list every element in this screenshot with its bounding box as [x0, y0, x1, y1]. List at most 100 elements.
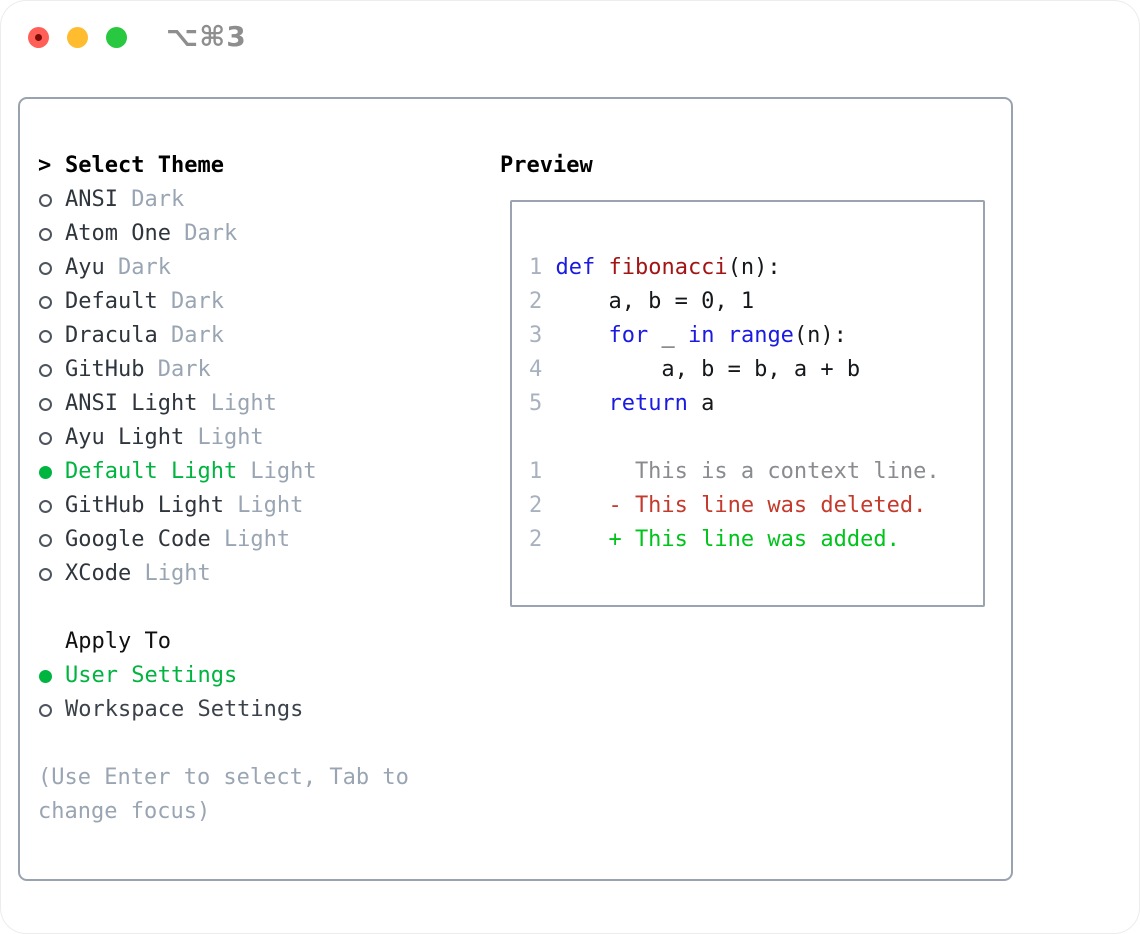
code-segment-plain: (n): [793, 323, 847, 348]
radio-circle-icon [39, 397, 52, 411]
theme-variant: Dark [157, 357, 211, 382]
theme-option[interactable]: Default Light Light [38, 455, 458, 489]
theme-option[interactable]: GitHub Light Light [38, 489, 458, 523]
radio-circle-icon [39, 669, 52, 683]
preview-title: Preview [500, 153, 593, 178]
line-number [529, 421, 542, 455]
code-line: 2 - This line was deleted. [529, 489, 983, 523]
code-line: 1 def fibonacci(n): [529, 251, 983, 285]
radio-marker [38, 363, 65, 377]
radio-marker [38, 261, 65, 275]
radio-circle-icon [39, 193, 52, 207]
code-segment-plain [555, 319, 608, 353]
section-title-apply-to: Apply To [65, 629, 171, 654]
theme-name: Google Code [65, 527, 211, 552]
theme-option[interactable]: ANSI Dark [38, 183, 458, 217]
code-segment-fn: fibonacci [608, 255, 728, 280]
radio-circle-icon [39, 533, 52, 547]
radio-marker [38, 669, 65, 683]
keyboard-shortcut-label: ⌥⌘3 [166, 20, 247, 53]
code-segment-plain [714, 319, 727, 353]
code-line: 3 for _ in range(n): [529, 319, 983, 353]
code-line [529, 421, 983, 455]
line-number: 1 [529, 459, 543, 484]
theme-picker-panel: > Select Theme ANSI Dark Atom One Dark A… [18, 97, 1013, 881]
titlebar: ⌥⌘3 [0, 0, 1140, 60]
theme-variant: Dark [170, 323, 224, 348]
code-segment-plain: _ [648, 323, 688, 348]
theme-list: ANSI Dark Atom One Dark Ayu Dark Default… [38, 183, 458, 591]
radio-circle-icon [39, 465, 52, 479]
theme-option[interactable]: ANSI Light Light [38, 387, 458, 421]
unsaved-dot-icon [35, 34, 42, 41]
preview-box: 1 def fibonacci(n): 2 a, b = 0, 1 3 for … [510, 200, 985, 607]
radio-marker [38, 567, 65, 581]
radio-circle-icon [39, 703, 52, 717]
code-line: 4 a, b = b, a + b [529, 353, 983, 387]
preview-code: 1 def fibonacci(n): 2 a, b = 0, 1 3 for … [529, 251, 983, 557]
theme-option[interactable]: Ayu Light Light [38, 421, 458, 455]
apply-to-header: Apply To [38, 625, 458, 659]
left-column: > Select Theme ANSI Dark Atom One Dark A… [38, 149, 458, 829]
radio-marker [38, 397, 65, 411]
theme-option[interactable]: Atom One Dark [38, 217, 458, 251]
radio-circle-icon [39, 295, 52, 309]
theme-name: Ayu [65, 255, 105, 280]
line-number: 4 [529, 357, 543, 382]
theme-name: Dracula [65, 323, 158, 348]
code-segment-kw: def [555, 255, 596, 280]
theme-option[interactable]: Default Dark [38, 285, 458, 319]
maximize-button[interactable] [106, 27, 127, 48]
code-segment-ctx: This is a context line. [555, 459, 940, 484]
code-line: 1 This is a context line. [529, 455, 983, 489]
radio-circle-icon [39, 261, 52, 275]
theme-option[interactable]: Dracula Dark [38, 319, 458, 353]
line-number: 5 [529, 391, 543, 416]
radio-marker [38, 465, 65, 479]
code-segment-plain [595, 251, 608, 285]
apply-to-list: User Settings Workspace Settings [38, 659, 458, 727]
theme-name: Ayu Light [65, 425, 185, 450]
close-button[interactable] [28, 27, 49, 48]
select-theme-header: > Select Theme [38, 149, 458, 183]
apply-to-option[interactable]: Workspace Settings [38, 693, 458, 727]
radio-circle-icon [39, 567, 52, 581]
theme-name: Default Light [65, 459, 238, 484]
theme-option[interactable]: XCode Light [38, 557, 458, 591]
theme-name: Atom One [65, 221, 171, 246]
section-title-select-theme: Select Theme [65, 153, 224, 178]
apply-to-option[interactable]: User Settings [38, 659, 458, 693]
line-number: 2 [529, 493, 543, 518]
apply-to-label: User Settings [65, 663, 238, 688]
theme-name: GitHub [65, 357, 145, 382]
theme-variant: Dark [170, 289, 224, 314]
line-number: 2 [529, 289, 543, 314]
radio-marker [38, 431, 65, 445]
line-number: 1 [529, 255, 543, 280]
theme-name: GitHub Light [65, 493, 224, 518]
theme-variant: Light [144, 561, 211, 586]
theme-variant: Dark [184, 221, 238, 246]
theme-variant: Light [210, 391, 277, 416]
theme-name: ANSI Light [65, 391, 198, 416]
radio-marker [38, 295, 65, 309]
line-number: 3 [529, 323, 543, 348]
code-segment-plain [555, 387, 608, 421]
theme-variant: Dark [131, 187, 185, 212]
radio-circle-icon [39, 431, 52, 445]
theme-option[interactable]: GitHub Dark [38, 353, 458, 387]
radio-marker [38, 533, 65, 547]
theme-option[interactable]: Ayu Dark [38, 251, 458, 285]
theme-name: ANSI [65, 187, 118, 212]
prompt-caret: > [38, 153, 52, 178]
minimize-button[interactable] [67, 27, 88, 48]
help-text: (Use Enter to select, Tab to change focu… [38, 765, 409, 824]
theme-name: Default [65, 289, 158, 314]
theme-option[interactable]: Google Code Light [38, 523, 458, 557]
theme-variant: Dark [117, 255, 171, 280]
radio-marker [38, 329, 65, 343]
theme-variant: Light [250, 459, 317, 484]
code-segment-plain: (n): [727, 255, 781, 280]
radio-marker [38, 193, 65, 207]
radio-circle-icon [39, 363, 52, 377]
